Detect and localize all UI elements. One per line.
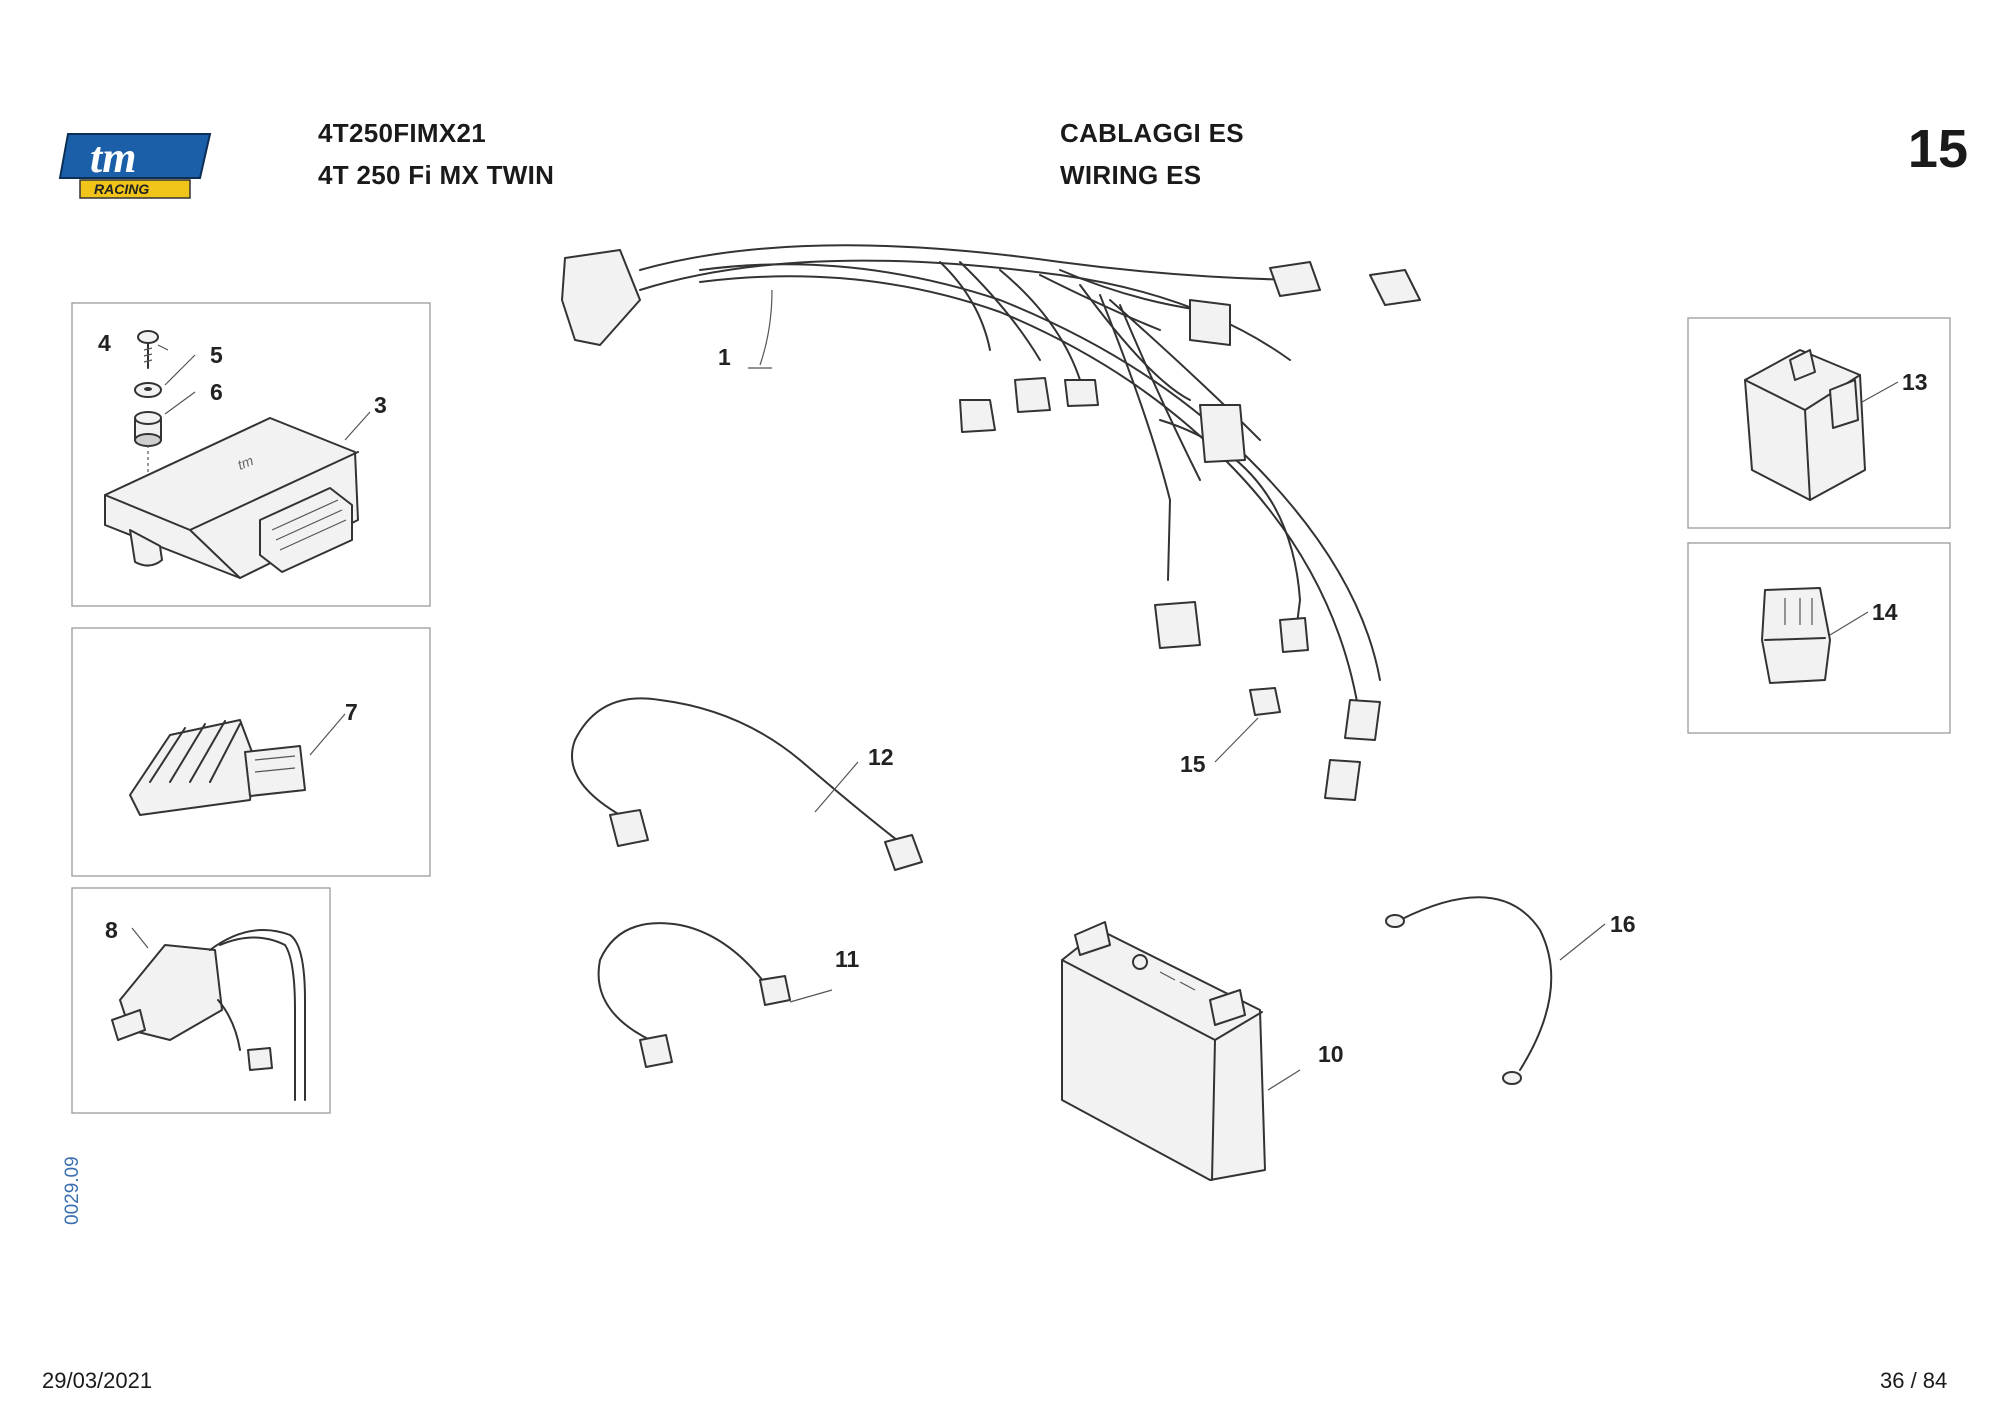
footer-date: 29/03/2021	[42, 1368, 153, 1393]
callout-12: 12	[868, 744, 894, 770]
callout-15: 15	[1180, 751, 1206, 777]
callout-11: 11	[835, 946, 860, 972]
logo-text: tm	[90, 133, 136, 182]
regulator-part	[129, 719, 306, 816]
relay-box-frame	[1687, 317, 1951, 529]
coil-box-frame	[71, 887, 331, 1114]
leader-lines	[131, 289, 1899, 1091]
document-id: 0029.09	[62, 1156, 83, 1225]
section-title-en: WIRING ES	[1060, 160, 1202, 190]
model-name: 4T 250 Fi MX TWIN	[318, 160, 555, 190]
callout-13: 13	[1902, 369, 1928, 395]
footer-page-counter: 36 / 84	[1880, 1368, 1948, 1393]
section-number: 15	[1907, 119, 1968, 179]
battery-cable-long-part	[571, 697, 923, 871]
ecu-unit-part: tm	[104, 417, 359, 579]
section-title-it: CABLAGGI ES	[1060, 118, 1244, 148]
callout-14: 14	[1872, 599, 1898, 625]
callout-3: 3	[374, 392, 387, 418]
regulator-box-frame	[71, 627, 431, 877]
grommet-part	[134, 411, 162, 447]
callout-6: 6	[210, 379, 223, 405]
ecu-box-frame	[71, 302, 431, 607]
main-wiring-harness-part	[561, 244, 1421, 801]
battery-cable-short-part	[597, 922, 791, 1068]
washer-part	[134, 382, 162, 398]
model-code: 4T250FIMX21	[318, 118, 487, 148]
battery-part	[1061, 921, 1266, 1181]
connector-part	[1761, 587, 1831, 684]
tm-racing-logo-graphic: tm RACING	[58, 133, 212, 199]
callout-7: 7	[345, 699, 358, 725]
connector-box-frame	[1687, 542, 1951, 734]
callout-1: 1	[718, 344, 731, 370]
callout-16: 16	[1610, 911, 1636, 937]
connector-cap-part	[1249, 687, 1281, 716]
callout-8: 8	[105, 917, 118, 943]
ground-cable-part	[1385, 896, 1553, 1085]
logo-subtext: RACING	[94, 181, 149, 197]
screw-part	[137, 330, 159, 369]
brand-logo: tm RACING	[50, 126, 220, 206]
svg-text:tm: tm	[235, 452, 256, 473]
ignition-coil-part	[111, 929, 306, 1101]
callout-10: 10	[1318, 1041, 1344, 1067]
starter-relay-part	[1744, 349, 1866, 501]
callout-5: 5	[210, 342, 223, 368]
callout-4: 4	[98, 330, 111, 356]
